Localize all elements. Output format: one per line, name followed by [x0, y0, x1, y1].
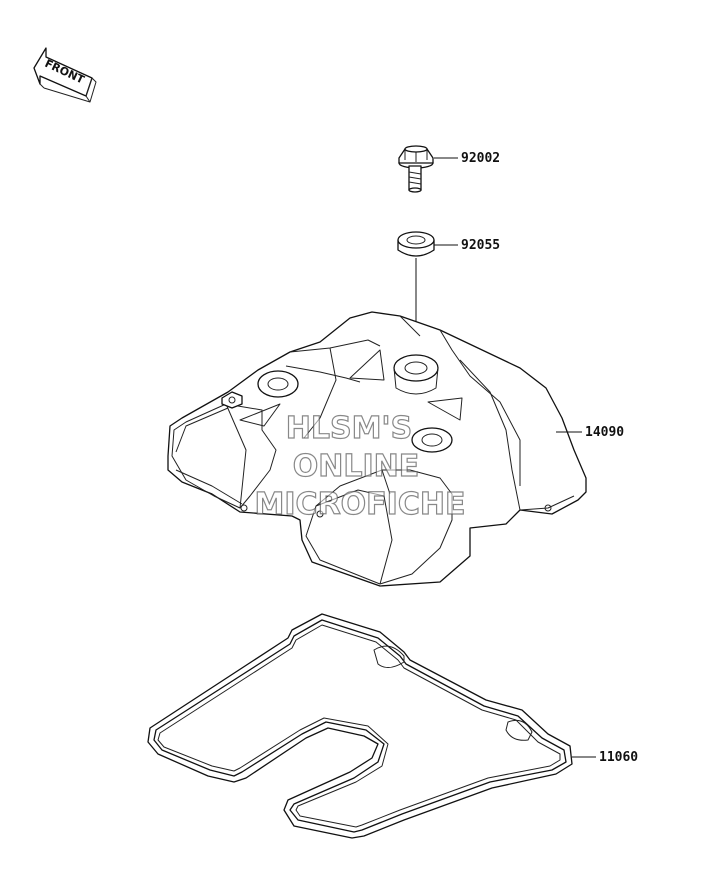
- watermark: HLSM'S ONLINE MICROFICHE: [254, 410, 466, 522]
- part-number-92002: 92002: [461, 151, 500, 166]
- cover-gasket-icon: [147, 613, 573, 839]
- grommet-icon: [397, 231, 435, 257]
- watermark-line-3: MICROFICHE: [255, 487, 466, 522]
- part-number-92055: 92055: [461, 238, 500, 253]
- front-arrow-icon: FRONT: [33, 47, 97, 103]
- watermark-line-1: HLSM'S: [286, 411, 412, 446]
- part-number-11060: 11060: [599, 750, 638, 765]
- watermark-line-2: ONLINE: [293, 449, 420, 484]
- flange-bolt-icon: [398, 145, 434, 193]
- cylinder-head-cover-icon: [167, 311, 587, 587]
- part-number-14090: 14090: [585, 425, 624, 440]
